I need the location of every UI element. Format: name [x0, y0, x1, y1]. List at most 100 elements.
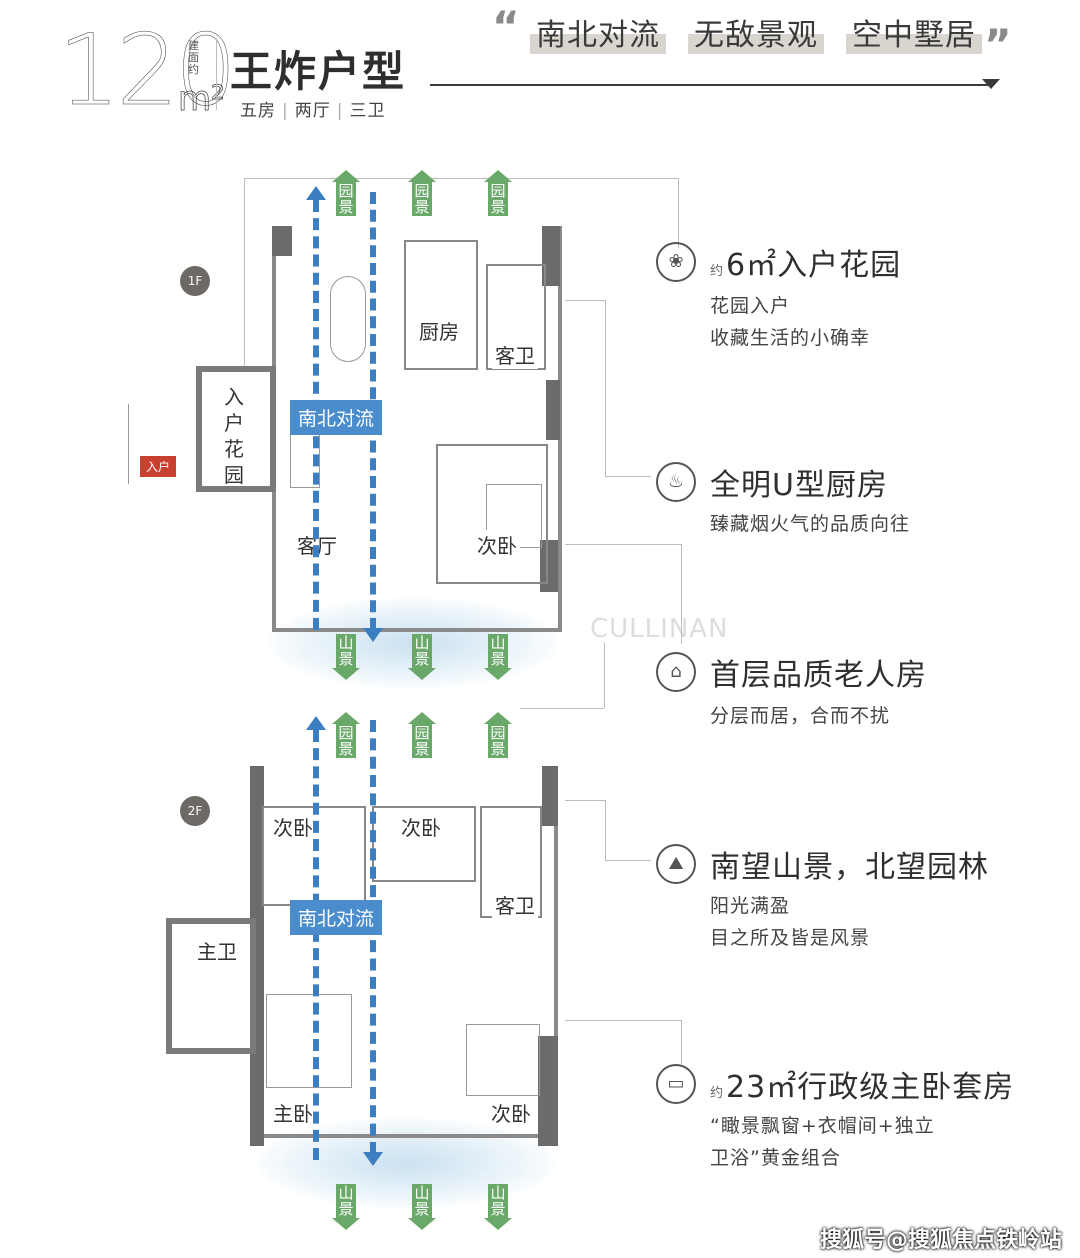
room-label-master-bed: 主卧: [270, 1098, 316, 1127]
mountain-view-arrow: 山景: [332, 1184, 360, 1242]
feature-title: 6㎡入户花园: [726, 248, 902, 283]
feature-desc: 收藏生活的小确幸: [710, 327, 871, 349]
leader-line: [605, 860, 651, 861]
flow-arrow-up-icon: [306, 186, 326, 200]
room-label-bed-a: 次卧: [270, 812, 316, 841]
room-summary: 五房|两厅|三卫: [240, 101, 386, 121]
chef-hat-icon: ♨: [656, 462, 696, 502]
dining-table-icon: [330, 276, 366, 362]
entry-tag: 入户: [140, 456, 177, 477]
mountain-view-arrow: 山景: [408, 1184, 436, 1242]
area-unit: m²: [178, 79, 225, 119]
room-label-entry-garden: 入户花园: [224, 385, 244, 487]
leader-line: [565, 800, 605, 801]
sofa-icon: ⌂: [656, 652, 696, 692]
leader-line: [605, 800, 606, 860]
feature-title: 23㎡行政级主卧套房: [726, 1070, 1015, 1105]
feature-desc: 臻藏烟火气的品质向往: [710, 513, 911, 535]
floor-badge-1f: 1F: [180, 266, 210, 296]
wall: [546, 380, 560, 440]
leader-line: [565, 544, 681, 545]
mountain-view-arrow: 山景: [332, 634, 360, 692]
garden-view-arrow: 园景: [408, 170, 436, 228]
garden-view-arrow: 园景: [408, 712, 436, 770]
area-note: 建面约: [188, 39, 199, 76]
open-quote-icon: “: [492, 2, 520, 51]
mountain-view-arrow: 山景: [484, 634, 512, 692]
floor-badge-2f: 2F: [180, 796, 210, 826]
room-label-master-bath: 主卫: [194, 936, 240, 965]
leader-line: [681, 1020, 682, 1064]
room-label-kitchen: 厨房: [416, 316, 462, 345]
feature-title: 首层品质老人房: [710, 658, 927, 693]
leader-line: [605, 300, 606, 476]
leader-line: [520, 708, 604, 709]
wall: [542, 766, 558, 826]
room-label-bed-c: 次卧: [488, 1098, 534, 1127]
leader-line: [605, 476, 651, 477]
feature-desc: 花园入户: [710, 295, 791, 317]
flow-arrow-down-icon: [363, 1152, 383, 1166]
leader-line: [244, 178, 678, 179]
bedroom-area: [436, 444, 548, 584]
room-label-bed-b: 次卧: [398, 812, 444, 841]
header-divider: [216, 38, 217, 110]
bath-area: [486, 264, 546, 370]
flow-arrow-down-icon: [363, 628, 383, 642]
entry-garden-area: [196, 366, 276, 492]
feature-desc: 卫浴”黄金组合: [710, 1147, 841, 1169]
flow-tag-2f: 南北对流: [290, 900, 383, 935]
header-rule: [430, 84, 990, 86]
room-count-halls: 两厅: [294, 101, 331, 121]
flow-line: [313, 730, 325, 1160]
garden-view-arrow: 园景: [332, 170, 360, 228]
feature-prefix: 约: [710, 1086, 725, 1101]
kitchen-area: [404, 240, 478, 370]
leader-line: [244, 178, 245, 368]
leader-line: [565, 300, 605, 301]
door-line: [128, 404, 129, 484]
rule-triangle-icon: [982, 79, 1000, 89]
room-label-guest-bath-2f: 客卫: [492, 890, 538, 919]
room-label-second-bed-1f: 次卧: [474, 530, 520, 559]
wall: [272, 226, 292, 256]
bed-icon: [466, 1024, 540, 1096]
source-watermark: 搜狐号@搜狐焦点铁岭站: [820, 1228, 1063, 1253]
flow-line: [370, 720, 382, 1154]
leader-line: [565, 1020, 681, 1021]
room-count-baths: 三卫: [349, 101, 386, 121]
leader-line: [681, 544, 682, 644]
feature-desc: 阳光满盈: [710, 895, 791, 917]
area-number: 120: [58, 14, 238, 128]
flow-arrow-up-icon: [306, 716, 326, 730]
garden-icon: ❀: [656, 242, 696, 282]
mountain-view-arrow: 山景: [408, 634, 436, 692]
garden-view-arrow: 园景: [484, 170, 512, 228]
room-count-bedrooms: 五房: [240, 101, 276, 121]
leader-line: [604, 642, 605, 708]
feature-title: 南望山景，北望园林: [710, 850, 989, 885]
bed-icon: [266, 994, 352, 1088]
mountain-icon: ⛰: [656, 844, 696, 884]
feature-title: 全明U型厨房: [710, 468, 888, 503]
wall: [542, 226, 560, 286]
slogan-2: 无敌景观: [688, 10, 824, 54]
bed-icon: ▭: [656, 1064, 696, 1104]
mountain-view-arrow: 山景: [484, 1184, 512, 1242]
slogan-1: 南北对流: [530, 10, 666, 54]
leader-line: [678, 178, 679, 248]
watermark: CULLINAN: [590, 614, 729, 644]
close-quote-icon: ”: [984, 20, 1012, 69]
wall: [538, 1036, 558, 1146]
feature-desc: 目之所及皆是风景: [710, 927, 871, 949]
feature-desc: “瞰景飘窗+衣帽间+独立: [710, 1115, 935, 1137]
feature-desc: 分层而居，合而不扰: [710, 705, 891, 727]
garden-view-arrow: 园景: [484, 712, 512, 770]
flow-tag-1f: 南北对流: [290, 400, 383, 435]
feature-prefix: 约: [710, 264, 725, 279]
garden-view-arrow: 园景: [332, 712, 360, 770]
room-label-guest-bath-1f: 客卫: [492, 340, 538, 369]
slogan-3: 空中墅居: [846, 10, 982, 54]
page-title: 王炸户型: [230, 47, 407, 96]
wall: [540, 540, 558, 592]
